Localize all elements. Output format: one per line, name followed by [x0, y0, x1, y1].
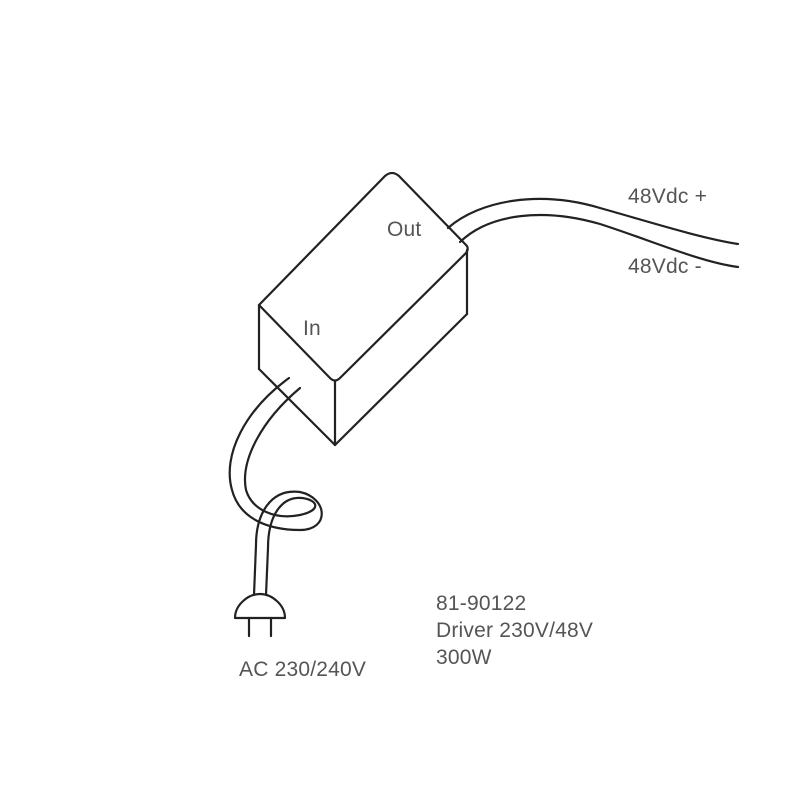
power-rating: 300W: [436, 646, 492, 669]
ac-input-label: AC 230/240V: [239, 658, 367, 681]
in-label: In: [303, 317, 321, 340]
input-cable: [228, 376, 323, 597]
product-description: Driver 230V/48V: [436, 619, 594, 642]
positive-output-label: 48Vdc +: [628, 185, 708, 208]
out-label: Out: [387, 218, 422, 241]
spec-block: 81-90122 Driver 230V/48V 300W: [436, 593, 593, 674]
output-cable: [446, 197, 740, 269]
part-number: 81-90122: [436, 592, 527, 615]
plug-icon: [233, 592, 287, 638]
driver-box: [257, 171, 469, 447]
negative-output-label: 48Vdc -: [628, 255, 702, 278]
